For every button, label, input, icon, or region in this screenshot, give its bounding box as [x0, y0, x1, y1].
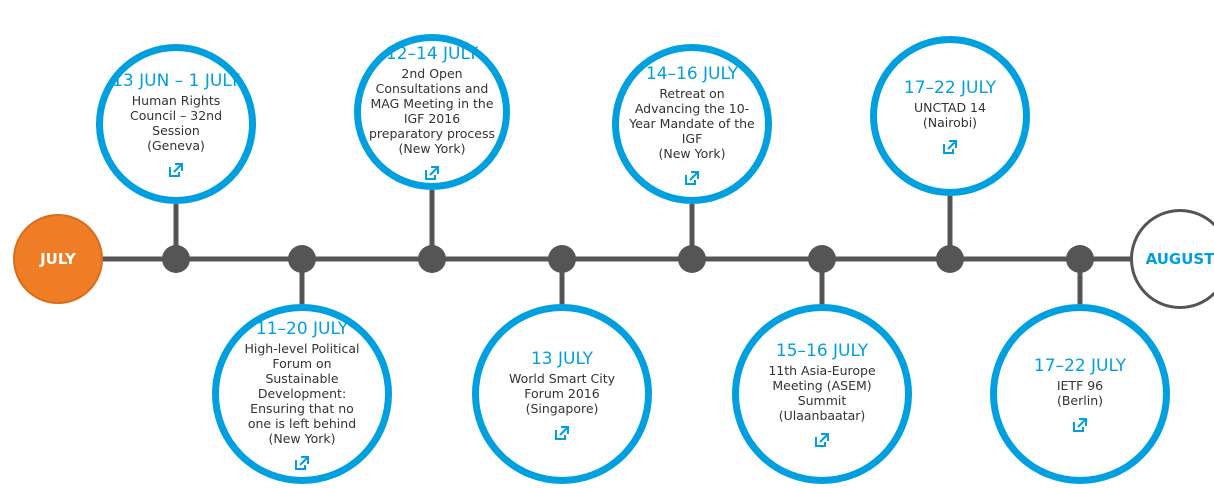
- event-location: (Ulaanbaatar): [778, 408, 866, 423]
- timeline-node: [936, 245, 964, 273]
- event-title: 2nd Open Consultations and MAG Meeting i…: [369, 66, 495, 156]
- event-title: Retreat on Advancing the 10-Year Mandate…: [629, 85, 755, 146]
- event-circle: 17–22 JULY IETF 96(Berlin): [990, 304, 1170, 484]
- external-link-icon[interactable]: [685, 170, 699, 185]
- external-link-icon[interactable]: [555, 425, 569, 440]
- month-start-label: JULY: [40, 250, 76, 268]
- event-date: 14–16 JULY: [645, 63, 739, 84]
- external-link-icon[interactable]: [815, 433, 829, 447]
- timeline-node: [548, 245, 576, 273]
- event-date: 15–16 JULY: [775, 341, 869, 361]
- event-title: Human Rights Council – 32nd Session: [130, 93, 222, 138]
- month-end-august: AUGUST: [1130, 209, 1214, 309]
- event-date: 12–14 JULY: [385, 44, 479, 64]
- event-date: 13 JULY: [530, 348, 594, 369]
- timeline-node: [418, 245, 446, 273]
- event-title: World Smart City Forum 2016: [508, 370, 616, 401]
- external-link-icon[interactable]: [1073, 418, 1087, 432]
- external-link-icon[interactable]: [169, 163, 183, 177]
- event-location: (Nairobi): [922, 115, 978, 130]
- event-location: (Singapore): [525, 400, 599, 416]
- month-end-label: AUGUST: [1145, 250, 1214, 268]
- event-location: (New York): [268, 430, 336, 446]
- external-link-icon[interactable]: [295, 455, 309, 470]
- month-start-july: JULY: [13, 214, 103, 304]
- event-date: 11–20 JULY: [255, 318, 349, 339]
- event-location: (Geneva): [147, 138, 205, 153]
- event-title: High-level Political Forum on Sustainabl…: [244, 340, 360, 431]
- event-title: UNCTAD 14: [914, 100, 986, 115]
- timeline-node: [678, 245, 706, 273]
- event-date: 17–22 JULY: [1033, 356, 1127, 376]
- event-location: (New York): [658, 145, 726, 161]
- timeline-node: [808, 245, 836, 273]
- event-title: IETF 96: [1056, 378, 1104, 393]
- timeline-node: [288, 245, 316, 273]
- event-date: 13 JUN – 1 JULY: [112, 71, 240, 91]
- external-link-icon[interactable]: [425, 166, 439, 180]
- event-date: 17–22 JULY: [903, 78, 997, 98]
- event-circle: 17–22 JULY UNCTAD 14(Nairobi): [870, 36, 1030, 196]
- event-title: 11th Asia-Europe Meeting (ASEM) Summit: [768, 363, 876, 408]
- timeline-node: [1066, 245, 1094, 273]
- event-location: (Berlin): [1056, 393, 1104, 408]
- timeline-node: [162, 245, 190, 273]
- external-link-icon[interactable]: [943, 140, 957, 154]
